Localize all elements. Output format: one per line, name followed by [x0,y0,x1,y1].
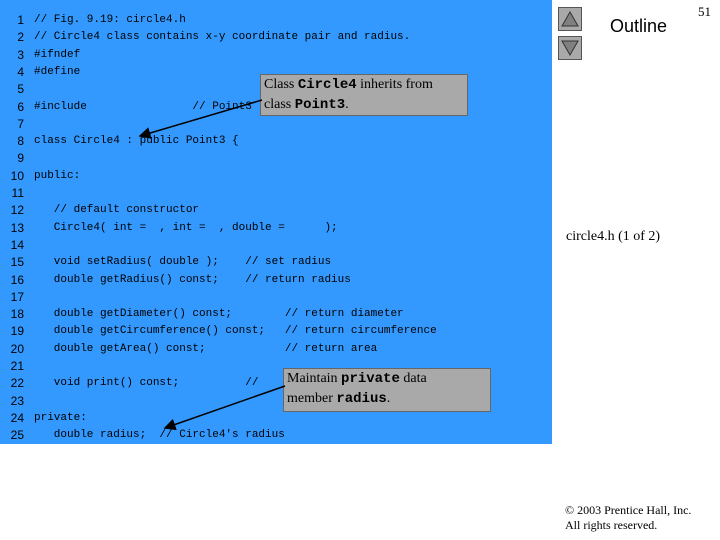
line-number: 1 [17,13,24,27]
code-text: // Circle4 class contains x-y coordinate… [34,31,411,44]
line-number: 23 [10,393,24,408]
line-number: 21 [10,359,24,373]
code-text: #define [34,65,81,78]
code-line: 17 [0,289,552,306]
copyright-line1: © 2003 Prentice Hall, Inc. [565,503,692,517]
line-number: 19 [10,324,24,339]
line-number: 12 [10,203,24,218]
callout-inheritance: Class Circle4 inherits from class Point3… [260,74,468,116]
arrow-inheritance [138,99,263,139]
line-number: 24 [10,410,24,425]
code-line: 10 public: [0,168,552,185]
line-number: 2 [17,30,24,45]
callout-private-line1: Maintain private data [287,371,427,387]
code-line: 6 #include // Point3 [0,99,552,116]
code-line: 13 Circle4( int = , int = , double = ); [0,220,552,237]
code-text: void setRadius( double ); // set radius [34,256,332,269]
line-number: 10 [10,168,24,183]
line-number: 16 [10,272,24,287]
line-number: 25 [10,428,24,443]
code-text: double getCircumference() const; // retu… [34,325,437,338]
line-number: 20 [10,341,24,356]
code-text: #ifndef [34,48,81,61]
code-line: 25 double radius; // Circle4's radius [0,427,552,444]
callout-inheritance-line1: Class Circle4 inherits from [264,77,433,93]
line-number: 11 [11,186,24,200]
code-text: void print() const; // [34,377,259,390]
line-number: 9 [17,151,24,166]
code-line: 4 #define [0,64,552,81]
callout-inheritance-line2: class Point3. [264,97,349,113]
code-text: // Fig. 9.19: circle4.h [34,14,186,26]
triangle-up-icon [561,10,579,27]
code-line: 9 [0,150,552,167]
code-text: double getArea() const; // return area [34,342,378,355]
code-line: 2 // Circle4 class contains x-y coordinat… [0,29,552,46]
code-line: 19 double getCircumference() const; // r… [0,323,552,340]
code-line: 24 private: [0,410,552,427]
line-number: 5 [17,82,24,97]
line-number: 4 [17,64,24,79]
outline-label: Outline [610,16,668,36]
file-label: circle4.h (1 of 2) [566,229,661,244]
code-line: 22 void print() const; // [0,375,552,392]
page-number: 51 [698,4,711,19]
next-slide-button[interactable] [558,36,582,60]
code-line: 8 class Circle4 : public Point3 { [0,133,552,150]
code-line: 18 double getDiameter() const; // return… [0,306,552,323]
previous-slide-button[interactable] [558,7,582,31]
code-text: class Circle4 : public Point3 { [34,135,239,148]
code-text: Circle4( int = , int = , double = ); [34,221,338,234]
line-number: 3 [17,47,24,62]
line-number: 14 [10,237,24,252]
code-text: private: [34,411,87,424]
code-text: double radius; // Circle4's radius [34,429,285,442]
callout-private-line2: member radius. [287,391,391,407]
line-number: 17 [10,289,24,304]
code-text: // default constructor [34,204,200,217]
code-line: 11 [0,185,552,202]
code-line: 1 // Fig. 9.19: circle4.h [0,12,552,29]
line-number: 8 [17,134,24,149]
code-line: 16 double getRadius() const; // return r… [0,272,552,289]
code-line: 14 [0,237,552,254]
line-number: 7 [17,116,24,131]
code-text: double getRadius() const; // return radi… [34,273,351,286]
line-number: 6 [17,99,24,114]
code-line: 5 [0,81,552,98]
code-line: 15 void setRadius( double ); // set radi… [0,254,552,271]
copyright-line2: All rights reserved. [565,518,658,532]
code-line: 20 double getArea() const; // return are… [0,341,552,358]
copyright-notice: © 2003 Prentice Hall, Inc. All rights re… [565,503,691,533]
line-number: 13 [10,220,24,235]
code-line: 12 // default constructor [0,202,552,219]
code-line: 3 #ifndef [0,47,552,64]
arrow-private [163,385,286,431]
line-number: 15 [10,255,24,270]
code-line: 7 [0,116,552,133]
code-text: public: [34,169,81,182]
code-line: 21 [0,358,552,375]
line-number: 18 [10,307,24,322]
code-text: #include // Point3 [34,100,252,113]
code-text: double getDiameter() const; // return di… [34,308,404,321]
line-number: 22 [10,376,24,391]
code-line: 23 [0,393,552,410]
triangle-down-icon [561,40,579,57]
callout-private-data: Maintain private data member radius. [283,368,491,412]
